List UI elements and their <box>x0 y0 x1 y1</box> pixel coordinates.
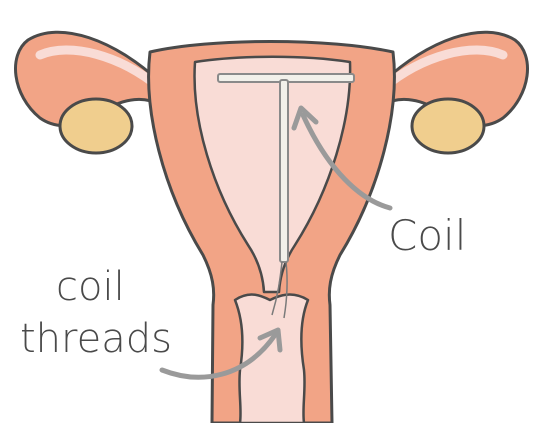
coil-label: Coil <box>388 211 466 260</box>
cervix-canal <box>235 295 308 423</box>
right-ovary <box>412 99 484 153</box>
threads-label-line2: threads <box>20 316 172 362</box>
threads-label-line1: coil <box>56 264 125 310</box>
coil-stem <box>280 80 288 262</box>
left-ovary <box>60 99 132 153</box>
